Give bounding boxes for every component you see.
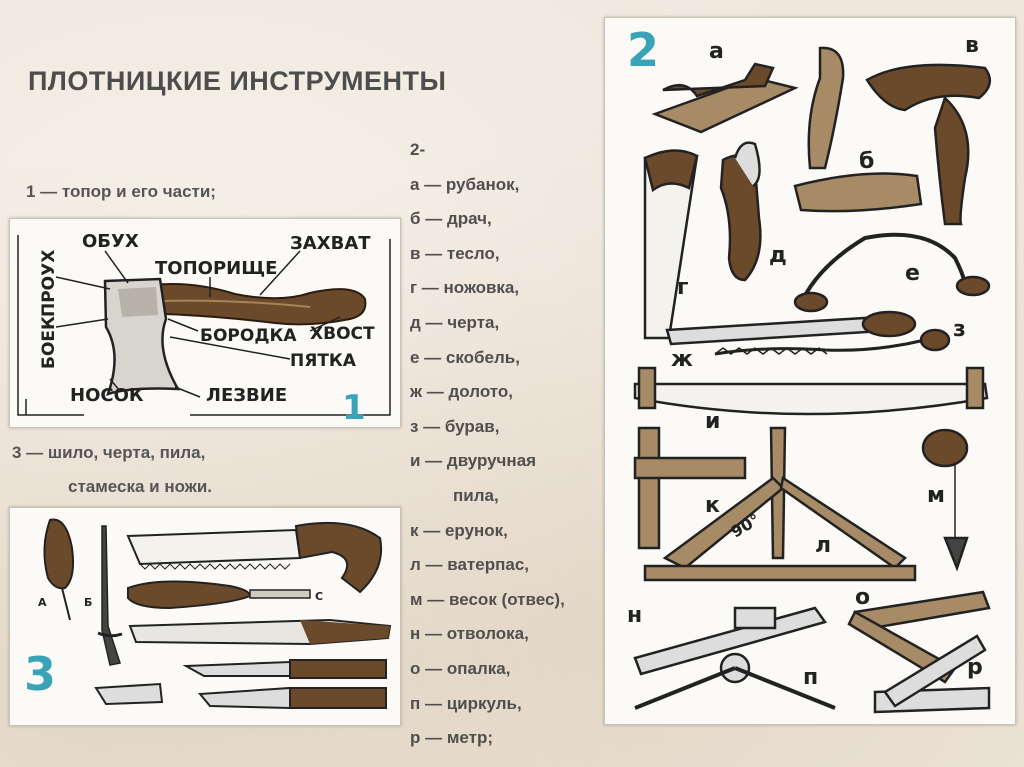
panel-number-2: 2	[627, 23, 659, 77]
letter-b: Б	[84, 596, 92, 609]
tool-legend: 2- а — рубанок, б — драч, в — тесло, г —…	[410, 133, 610, 756]
carpentry-tools-drawing: 2	[627, 23, 992, 714]
letter-c: С	[315, 590, 323, 603]
legend-item: б — драч,	[410, 209, 492, 229]
label-boek: БОЕК	[39, 316, 59, 369]
axe-diagram: ОБУХ ЗАХВАТ ТОПОРИЩЕ БОРОДКА ХВОСТ ПЯТКА…	[17, 231, 391, 427]
scribe-icon	[101, 525, 121, 666]
label-obukh: ОБУХ	[82, 231, 139, 252]
caption-axe: 1 — топор и его части;	[26, 182, 216, 201]
plumb-bob-icon	[921, 428, 969, 572]
legend-item: д — черта,	[410, 312, 500, 332]
letter-k: к	[705, 493, 720, 518]
two-man-saw-icon	[633, 366, 989, 416]
letter-e: е	[905, 261, 920, 286]
legend-item: г — ножовка,	[410, 278, 520, 298]
legend-item: о — опалка,	[410, 658, 511, 678]
chisel-icon-zh	[665, 310, 917, 346]
label-borodka: БОРОДКА	[200, 326, 297, 346]
legend-item: е — скобель,	[410, 347, 520, 367]
page-title: ПЛОТНИЦКИЕ ИНСТРУМЕНТЫ	[28, 66, 447, 96]
axe-part-labels: ОБУХ ЗАХВАТ ТОПОРИЩЕ БОРОДКА ХВОСТ ПЯТКА…	[39, 231, 375, 406]
letter-g: г	[677, 275, 689, 300]
legend-item: м — весок (отвес),	[410, 589, 565, 609]
legend-item: а — рубанок,	[410, 174, 520, 194]
plane-icon	[651, 62, 799, 134]
chisel-icon	[127, 580, 252, 610]
legend-item: р — метр;	[410, 728, 494, 748]
knife-icon-2	[182, 660, 291, 677]
tool-letters: а б в г д е ж з и к л м н о п р 90°	[627, 33, 983, 690]
compass-icon	[634, 652, 836, 710]
label-toporishche: ТОПОРИЩЕ	[155, 258, 277, 279]
caption-tools-3-cont: стамеска и ножи.	[68, 477, 213, 496]
letter-l: л	[815, 533, 831, 558]
label-zakhvat: ЗАХВАТ	[290, 233, 371, 254]
axe-handle	[128, 283, 367, 326]
label-proukh: ПРОУХ	[39, 250, 59, 317]
auger-icon	[714, 328, 951, 356]
letter-d: д	[769, 243, 787, 268]
letter-m: м	[927, 483, 945, 508]
label-nosok: НОСОК	[70, 385, 144, 406]
letter-r: р	[967, 655, 983, 680]
label-pyatka: ПЯТКА	[290, 351, 357, 371]
letter-v: в	[965, 33, 979, 58]
legend-item: н — отволока,	[410, 624, 529, 644]
letter-o: о	[855, 585, 870, 610]
drach-icon	[793, 46, 923, 213]
legend-item: в — тесло,	[410, 243, 500, 263]
legend-item: пила,	[453, 485, 499, 505]
letter-i: и	[705, 409, 720, 434]
carpentry-tools-panel: 2	[604, 17, 1016, 725]
legend-item: л — ватерпас,	[410, 555, 529, 575]
legend-item: ж — долото,	[410, 382, 513, 402]
otvoloka-icon	[633, 606, 828, 676]
legend-item: з — бурав,	[410, 416, 500, 436]
caption-tools-3: 3 — шило, черта, пила,	[12, 443, 206, 462]
letter-a: А	[38, 596, 47, 609]
handsaw-icon	[643, 149, 699, 340]
legend-item: п — циркуль,	[410, 693, 522, 713]
letter-n: н	[627, 603, 642, 628]
skobel-icon	[793, 232, 991, 313]
ruler-icon	[873, 634, 991, 714]
legend-item: и — двуручная	[410, 451, 537, 471]
axe-diagram-panel: ОБУХ ЗАХВАТ ТОПОРИЩЕ БОРОДКА ХВОСТ ПЯТКА…	[9, 218, 401, 428]
small-tools-drawing: А Б С 3	[24, 518, 392, 710]
cherta-icon	[719, 141, 762, 282]
small-tools-panel: А Б С 3	[9, 507, 401, 726]
teslo-icon	[865, 63, 992, 226]
letter-p: п	[803, 665, 818, 690]
hand-saw-icon	[126, 528, 302, 566]
vaterpas-icon	[643, 426, 917, 582]
label-khvost: ХВОСТ	[310, 324, 375, 344]
awl-icon	[43, 518, 75, 590]
legend-head: 2-	[410, 140, 426, 159]
legend-item: к — ерунок,	[410, 520, 508, 540]
letter-b: б	[859, 149, 874, 174]
letter-z: з	[953, 317, 966, 342]
panel-number-3: 3	[24, 647, 56, 701]
letter-zh: ж	[671, 347, 693, 372]
label-lezvie: ЛЕЗВИЕ	[206, 385, 287, 406]
letter-a: а	[709, 39, 724, 64]
blade-icon	[94, 682, 164, 706]
erunok-icon	[633, 426, 747, 550]
panel-number-1: 1	[342, 388, 366, 427]
knife-icon-3	[197, 686, 291, 710]
